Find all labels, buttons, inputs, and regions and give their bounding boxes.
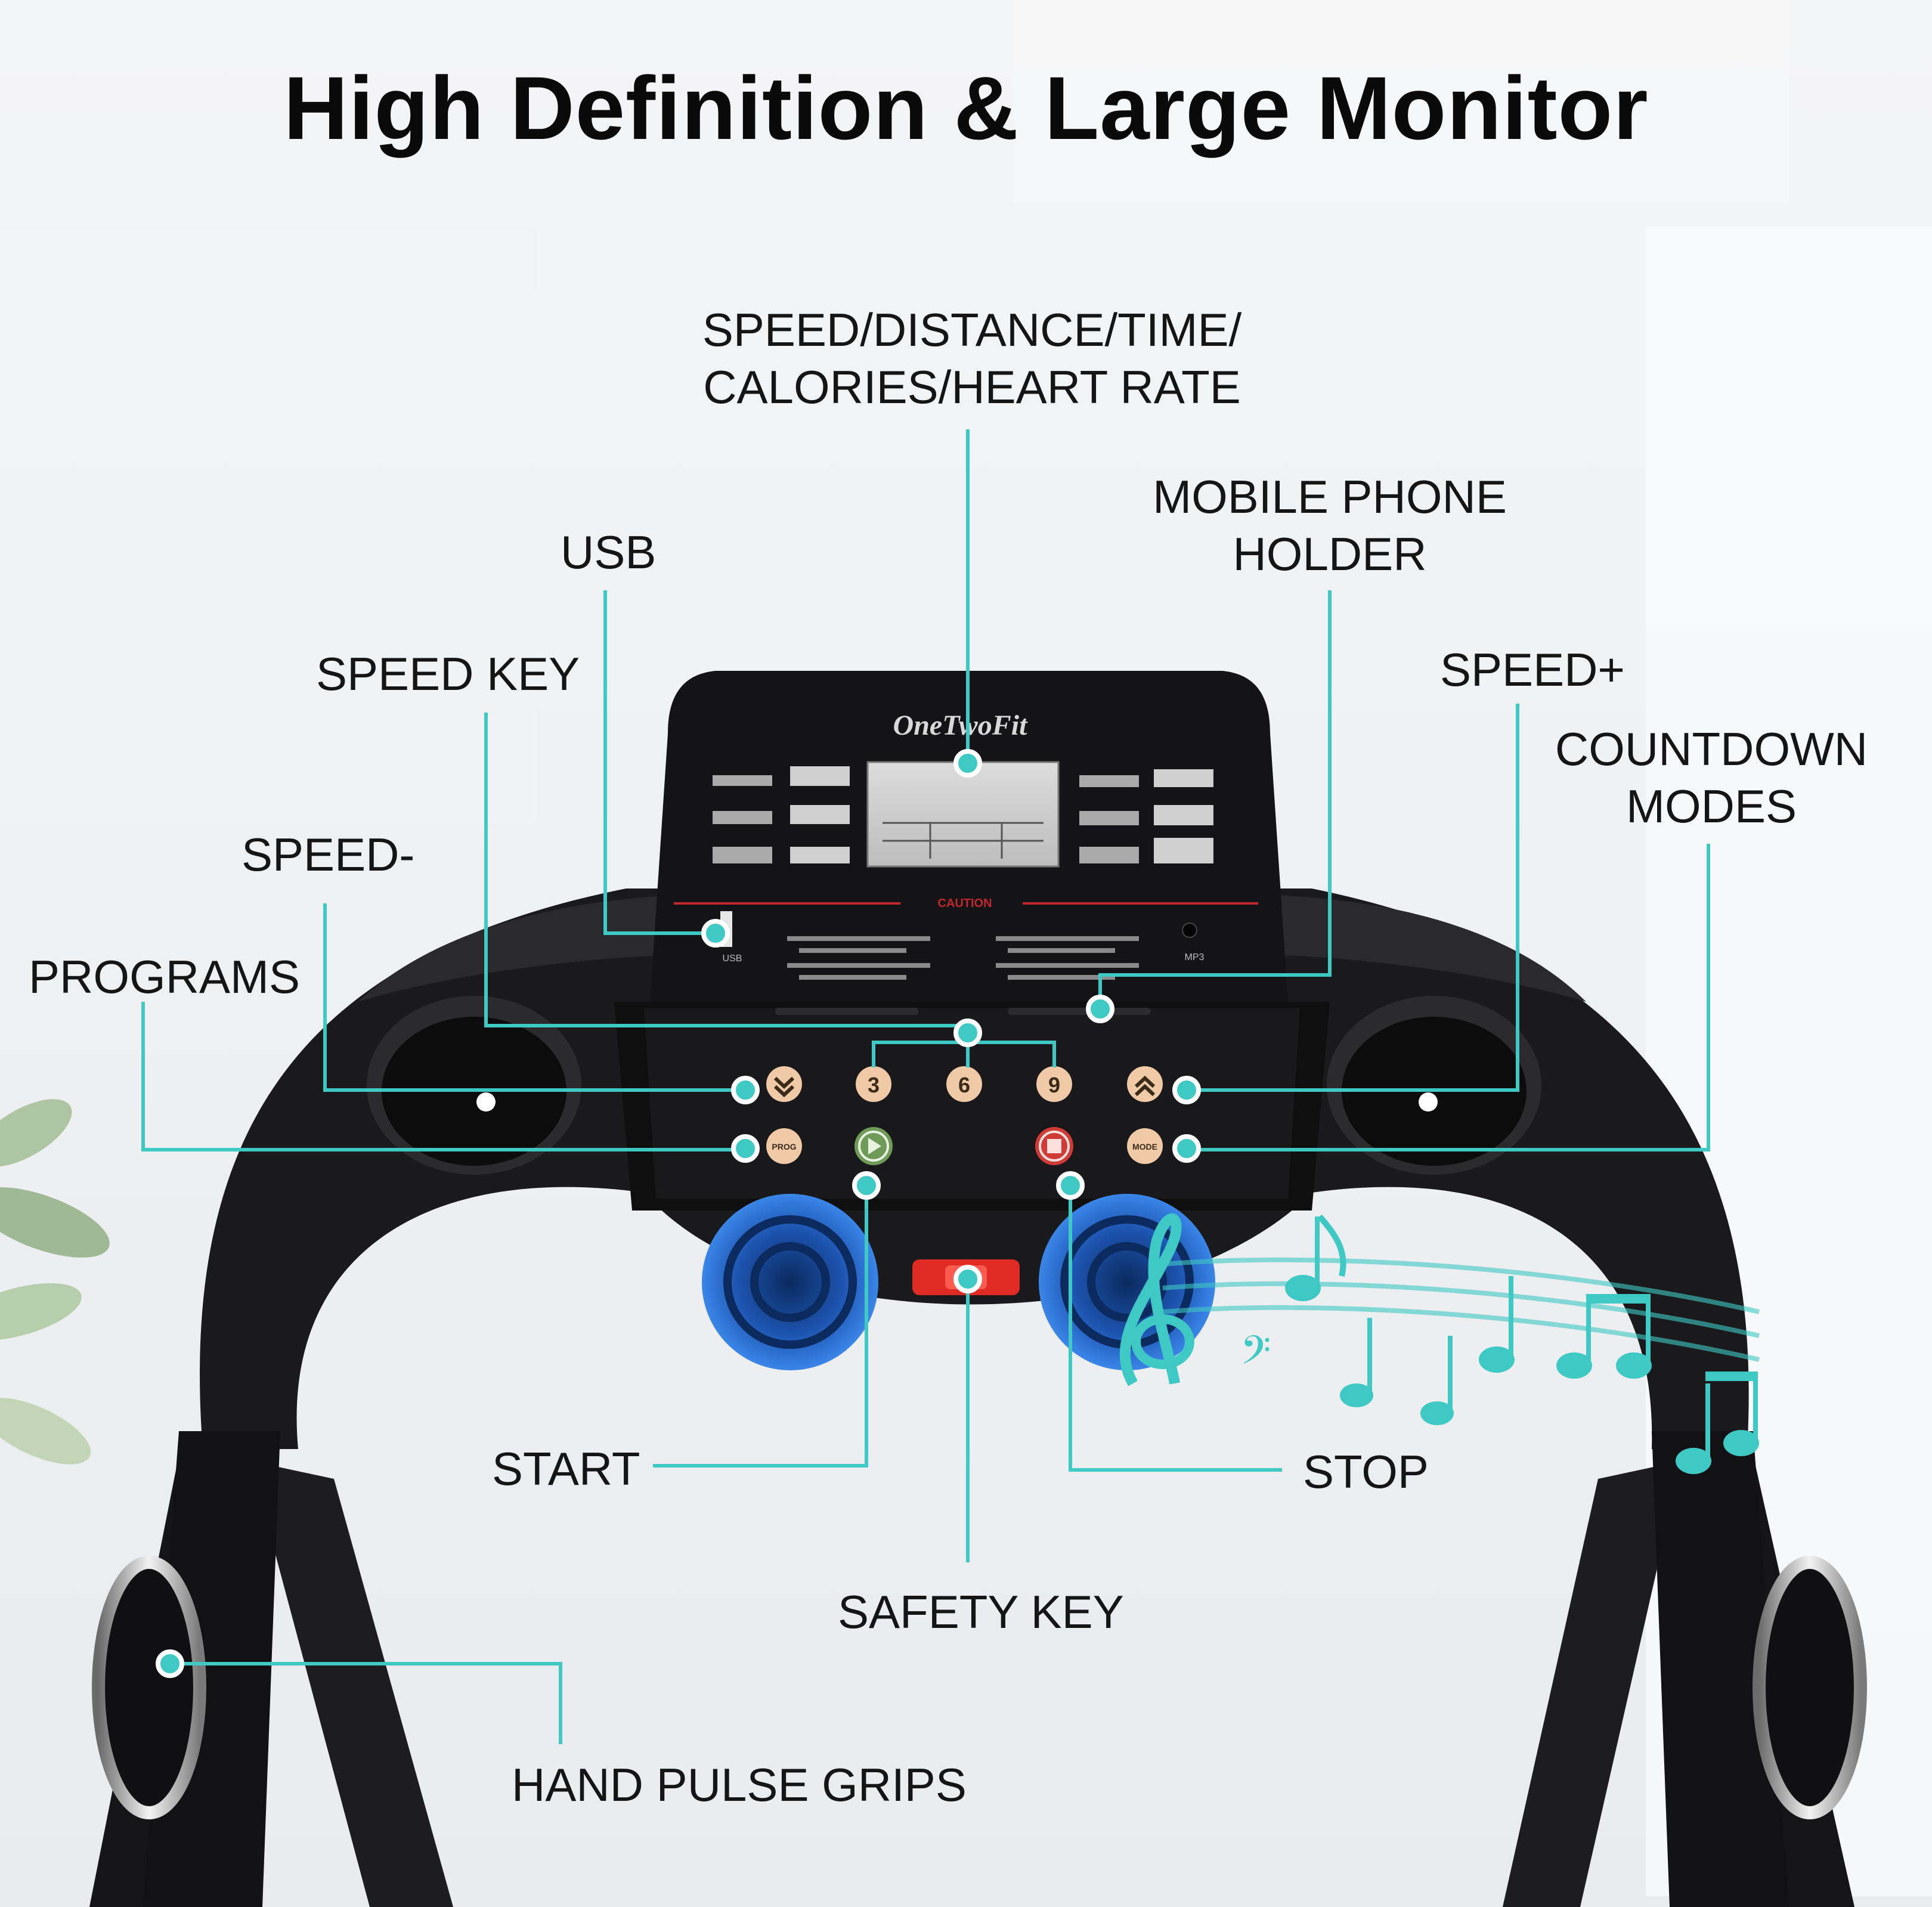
speed-minus-leader [323, 903, 745, 1092]
mp3-jack-label: MP3 [1185, 952, 1205, 962]
countdown-callout-line-1: COUNTDOWN [1555, 723, 1868, 775]
brand-logo: OneTwoFit [893, 710, 1029, 741]
speed-key-dot [953, 1018, 982, 1047]
mobile-holder-callout: MOBILE PHONE HOLDER [1121, 468, 1538, 583]
speed-9-button[interactable]: 9 [1036, 1066, 1072, 1102]
plant-leaves [0, 1099, 110, 1465]
safety-key-dot [953, 1265, 982, 1293]
speed-3-label: 3 [868, 1073, 880, 1097]
usb-leader [603, 590, 716, 935]
safety-key-callout: SAFETY KEY [838, 1586, 1124, 1638]
speed-minus-dot [731, 1076, 760, 1104]
mode-button-label: MODE [1132, 1142, 1157, 1151]
svg-text:𝄢: 𝄢 [1240, 1327, 1271, 1383]
start-callout: START [492, 1442, 640, 1495]
usb-callout: USB [561, 526, 657, 578]
music-notes-icon: 𝄢 [1119, 1213, 1760, 1474]
countdown-callout-line-2: MODES [1626, 780, 1797, 832]
speed-plus-button[interactable] [1127, 1066, 1163, 1102]
mp3-jack: MP3 [1182, 922, 1205, 962]
speed-minus-button[interactable] [766, 1066, 802, 1102]
stop-dot [1056, 1171, 1085, 1200]
hand-pulse-leader [170, 1662, 562, 1744]
speed-3-button[interactable]: 3 [856, 1066, 891, 1102]
hand-pulse-dot [156, 1649, 184, 1678]
mode-button[interactable]: MODE [1127, 1128, 1163, 1164]
hand-pulse-grip-left [92, 1556, 206, 1819]
start-leader [653, 1187, 868, 1468]
start-dot [852, 1171, 881, 1200]
countdown-leader [1187, 844, 1710, 1151]
programs-leader [141, 1002, 745, 1151]
speed-6-button[interactable]: 6 [946, 1066, 982, 1102]
program-profile-graphs [713, 766, 1213, 863]
countdown-callout: COUNTDOWN MODES [1527, 720, 1896, 835]
console-buttons: 3 6 9 PROG [766, 1066, 1163, 1165]
display-callout: SPEED/DISTANCE/TIME/ CALORIES/HEART RATE [644, 301, 1300, 416]
speed-plus-dot [1172, 1076, 1201, 1104]
speed-key-callout: SPEED KEY [316, 648, 580, 700]
speaker-left [702, 1194, 878, 1370]
usb-dot [701, 919, 730, 948]
stop-leader [1069, 1187, 1282, 1472]
usb-port-label: USB [723, 954, 742, 964]
display-dot [953, 749, 982, 778]
stop-callout: STOP [1303, 1445, 1429, 1498]
caution-strip: CAUTION [674, 897, 1258, 980]
speed-6-label: 6 [958, 1073, 970, 1097]
phone-holder-slot [775, 1008, 1151, 1015]
speed-plus-callout: SPEED+ [1440, 643, 1625, 696]
speed-minus-callout: SPEED- [242, 828, 415, 881]
programs-callout: PROGRAMS [29, 951, 301, 1003]
callout-lines [141, 429, 1710, 1744]
display-callout-line-1: SPEED/DISTANCE/TIME/ [702, 304, 1242, 356]
mobile-holder-dot [1086, 995, 1114, 1023]
program-button[interactable]: PROG [766, 1128, 802, 1164]
start-button[interactable] [854, 1127, 893, 1165]
callout-dots [156, 749, 1201, 1678]
hand-pulse-callout: HAND PULSE GRIPS [512, 1759, 967, 1811]
speed-9-label: 9 [1048, 1073, 1060, 1097]
hand-pulse-grip-right [1753, 1556, 1867, 1819]
display-callout-line-2: CALORIES/HEART RATE [703, 361, 1241, 413]
program-button-label: PROG [772, 1142, 796, 1151]
countdown-dot [1172, 1134, 1201, 1163]
mobile-holder-callout-line-2: HOLDER [1233, 528, 1427, 580]
stop-button[interactable] [1035, 1127, 1073, 1165]
mobile-holder-leader [1098, 590, 1332, 1008]
speed-plus-leader [1187, 704, 1519, 1092]
lcd-display [866, 761, 1060, 868]
caution-text: CAUTION [937, 897, 992, 910]
cup-holder-right [1327, 996, 1541, 1175]
programs-dot [731, 1134, 760, 1163]
mobile-holder-callout-line-1: MOBILE PHONE [1153, 470, 1507, 523]
page-title: High Definition & Large Monitor [283, 58, 1649, 158]
